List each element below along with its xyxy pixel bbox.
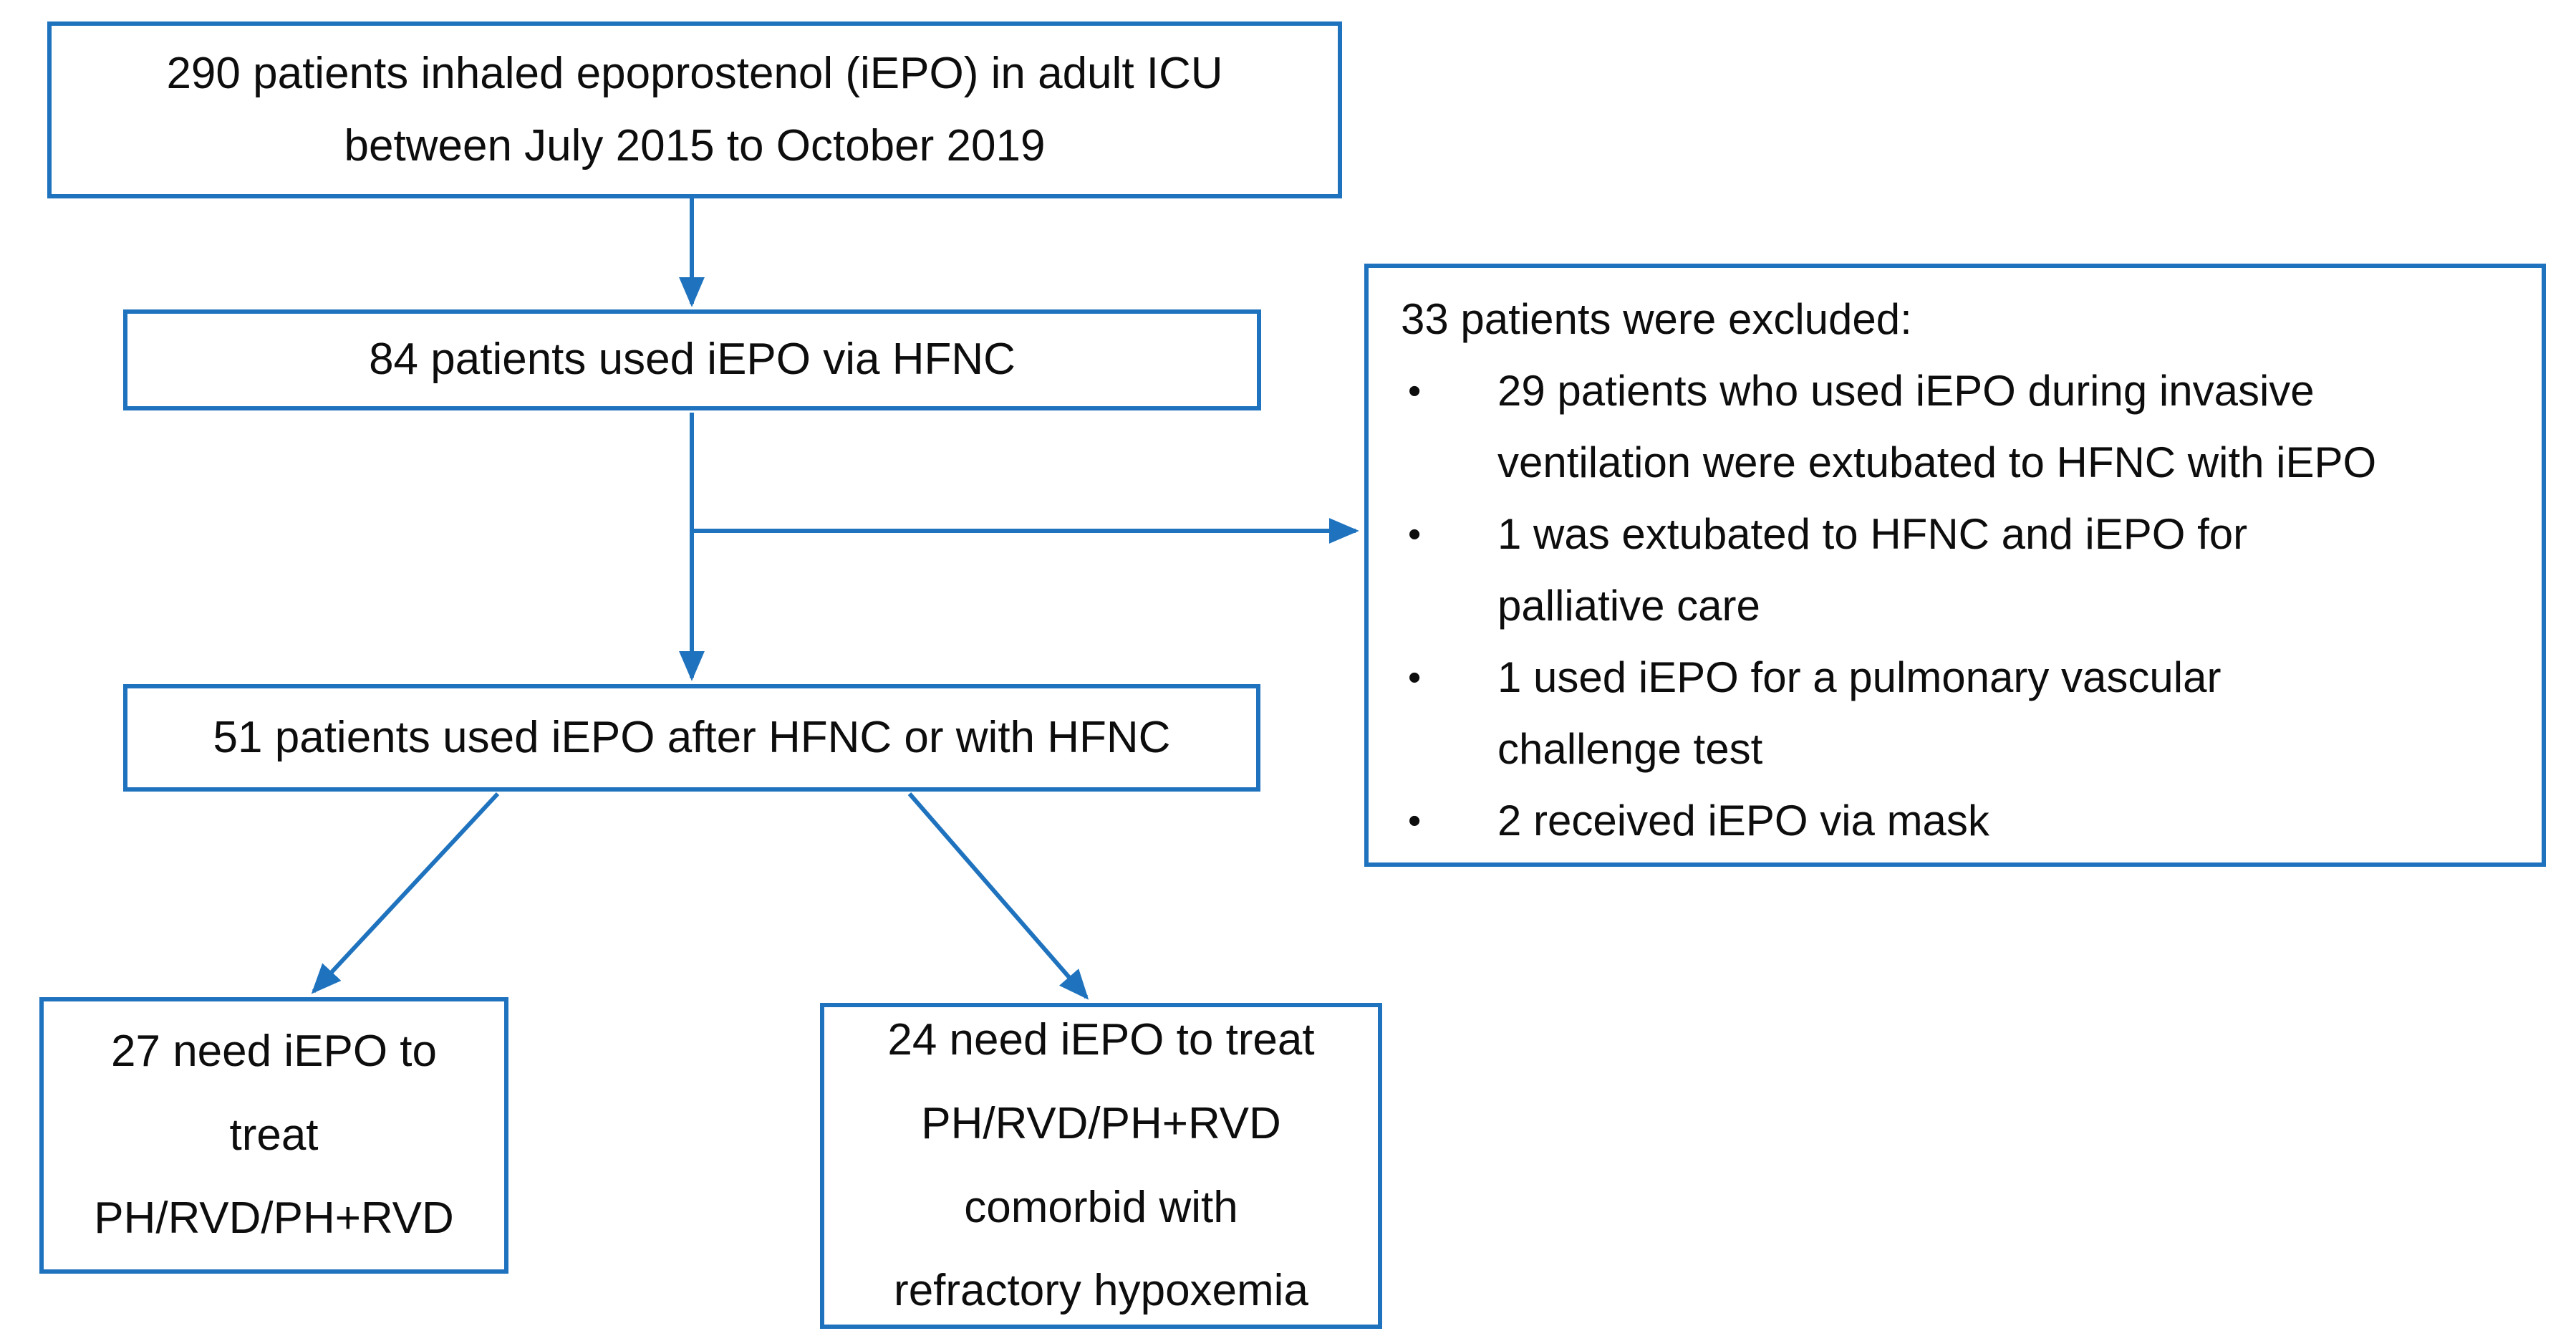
node-text-line: 51 patients used iEPO after HFNC or with… [213, 712, 1171, 762]
exclusion-title: 33 patients were excluded: [1401, 295, 1912, 343]
node-total-patients: 290 patients inhaled epoprostenol (iEPO)… [47, 21, 1342, 198]
bullet-icon: • [1408, 800, 1422, 842]
node-text-line: treat [229, 1110, 319, 1160]
node-text-line: 27 need iEPO to [111, 1027, 437, 1077]
node-hfnc-84: 84 patients used iEPO via HFNC [123, 309, 1261, 410]
bullet-text-line: challenge test [1497, 725, 1763, 773]
node-text-line: 290 patients inhaled epoprostenol (iEPO)… [166, 49, 1223, 99]
bullet-text-line: ventilation were extubated to HFNC with … [1497, 438, 2377, 486]
bullet-icon: • [1408, 514, 1422, 555]
node-excluded: 33 patients were excluded: • 29 patients… [1364, 264, 2546, 867]
node-text-line: 24 need iEPO to treat [887, 1015, 1315, 1065]
bullet-text-line: 1 was extubated to HFNC and iEPO for [1497, 510, 2248, 558]
bullet-icon: • [1408, 370, 1422, 412]
connector-after51-to-treat27 [311, 792, 500, 994]
node-after-hfnc-51: 51 patients used iEPO after HFNC or with… [123, 684, 1260, 792]
node-text-line: PH/RVD/PH+RVD [94, 1193, 454, 1244]
node-text-line: comorbid with [964, 1182, 1238, 1232]
bullet-text: 1 used iEPO for a pulmonary vascular cha… [1497, 642, 2520, 785]
bullet-text-line: palliative care [1497, 582, 1760, 630]
connector-after51-to-treat24 [907, 792, 1089, 1000]
node-treat-24: 24 need iEPO to treat PH/RVD/PH+RVD como… [820, 1003, 1382, 1329]
bullet-text: 1 was extubated to HFNC and iEPO for pal… [1497, 499, 2520, 642]
bullet-text: 29 patients who used iEPO during invasiv… [1497, 355, 2520, 499]
node-text-line: between July 2015 to October 2019 [344, 120, 1046, 170]
bullet-text: 2 received iEPO via mask [1497, 785, 2520, 857]
node-text-line: PH/RVD/PH+RVD [921, 1098, 1281, 1148]
bullet-icon: • [1408, 657, 1422, 698]
node-text-line: 84 patients used iEPO via HFNC [369, 335, 1016, 385]
bullet-text-line: 1 used iEPO for a pulmonary vascular [1497, 653, 2222, 701]
exclusion-bullet-item: • 1 was extubated to HFNC and iEPO for p… [1401, 499, 2520, 642]
bullet-text-line: 29 patients who used iEPO during invasiv… [1497, 367, 2315, 415]
node-treat-27: 27 need iEPO to treat PH/RVD/PH+RVD [39, 997, 508, 1274]
bullet-text-line: 2 received iEPO via mask [1497, 797, 1989, 845]
exclusion-bullet-item: • 1 used iEPO for a pulmonary vascular c… [1401, 642, 2520, 785]
exclusion-bullet-item: • 29 patients who used iEPO during invas… [1401, 355, 2520, 499]
node-text-line: refractory hypoxemia [894, 1266, 1308, 1316]
exclusion-bullet-item: • 2 received iEPO via mask [1401, 785, 2520, 857]
